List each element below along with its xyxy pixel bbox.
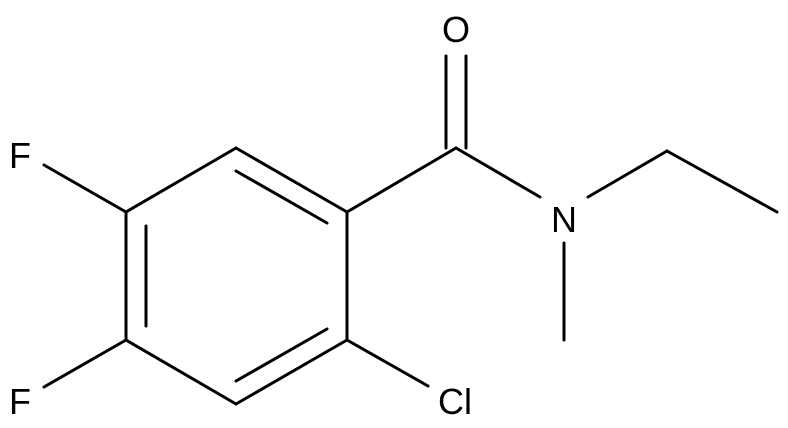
amide-group [345, 54, 779, 342]
bond-ring-fluorine-bottom [42, 338, 128, 389]
bond-ethyl-ch2-ch3 [665, 149, 779, 214]
substituent-bonds [42, 163, 430, 389]
ring-bond-c5-c6 [124, 146, 238, 214]
atom-label-fluorine-top: F [9, 135, 31, 176]
atom-labels: O N F F Cl [9, 9, 577, 422]
bond-ring-carbonyl [345, 146, 458, 214]
ring-double-bond-inner-1 [234, 169, 329, 225]
bond-ring-chlorine [345, 338, 430, 388]
atom-label-fluorine-bottom: F [9, 381, 31, 422]
bond-nitrogen-ethyl-ch2 [586, 149, 669, 199]
ring-bond-c2-c3 [234, 338, 349, 406]
benzene-ring [124, 146, 349, 406]
ring-bond-c6-c1 [234, 146, 349, 214]
ring-double-bond-inner-2 [234, 327, 329, 383]
atom-label-nitrogen: N [551, 199, 577, 240]
atom-label-chlorine: Cl [438, 381, 472, 422]
bond-carbonyl-nitrogen [454, 146, 542, 199]
bond-ring-fluorine-top [42, 163, 128, 214]
atom-label-oxygen: O [442, 9, 470, 50]
ring-bond-c3-c4 [124, 338, 238, 406]
